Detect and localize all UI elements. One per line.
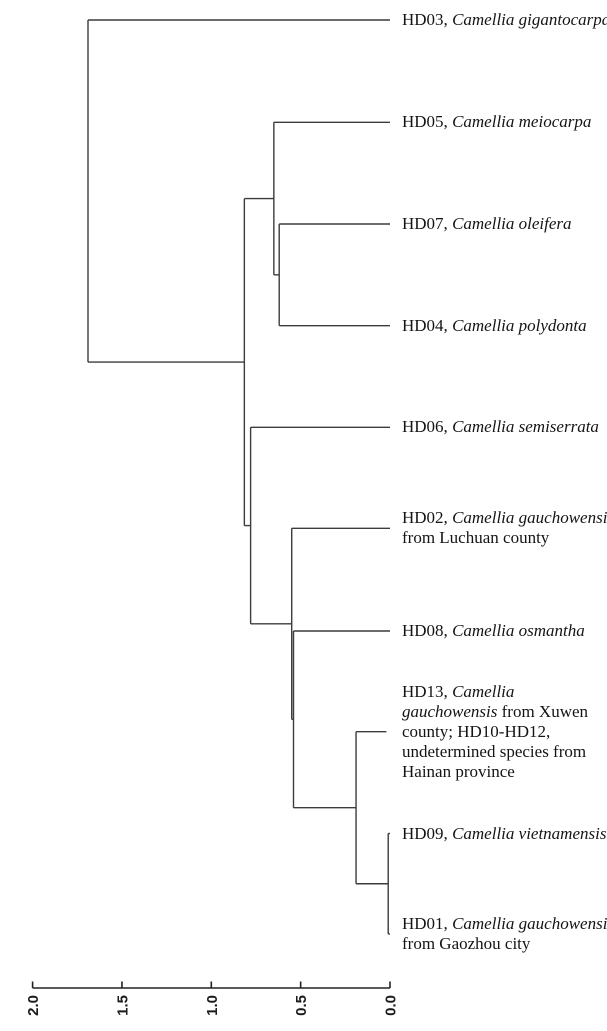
sample-id-text: HD08,	[402, 621, 453, 640]
sample-id-text: county; HD10-HD12,	[402, 721, 551, 741]
species-name-text: Camellia vietnamensis	[452, 823, 607, 843]
species-name-text: Camellia	[452, 681, 515, 701]
leaf-label-HD08: HD08, Camellia osmantha	[402, 621, 607, 641]
sample-id-text: HD05,	[402, 112, 453, 132]
sample-id-text: HD04,	[402, 315, 453, 335]
species-name-text: Camellia gauchowensis	[452, 508, 607, 528]
species-name-text: gauchowensis	[402, 701, 498, 721]
species-name-text: Camellia gigantocarpa	[452, 10, 607, 29]
sample-id-text: HD03,	[402, 10, 453, 29]
leaf-label-HD03: HD03, Camellia gigantocarpa	[402, 10, 607, 30]
sample-id-text: undetermined species from	[402, 741, 587, 761]
sample-id-text: HD01,	[402, 914, 453, 933]
sample-id-text: HD06,	[402, 417, 453, 437]
leaf-label-HD09: HD09, Camellia vietnamensis	[402, 824, 607, 844]
sample-id-text: HD13,	[402, 681, 453, 701]
species-name-text: Camellia semiserrata	[452, 417, 599, 437]
species-name-text: Camellia meiocarpa	[452, 112, 592, 132]
species-name-text: Camellia oleifera	[452, 214, 572, 233]
sample-id-text: Hainan province	[402, 761, 515, 781]
leaf-label-HD07: HD07, Camellia oleifera	[402, 214, 607, 234]
sample-id-text: from Luchuan county	[402, 528, 550, 548]
axis-tick-label: 0.5	[293, 995, 310, 1016]
axis-tick-label: 2.0	[25, 995, 42, 1016]
leaf-label-HD06: HD06, Camellia semiserrata	[402, 417, 607, 437]
species-name-text: Camellia polydonta	[452, 315, 587, 335]
leaf-label-HD05: HD05, Camellia meiocarpa	[402, 112, 607, 132]
sample-id-text: from Gaozhou city	[402, 934, 531, 953]
axis-tick-label: 1.5	[114, 995, 131, 1016]
sample-id-text: HD07,	[402, 214, 453, 233]
sample-id-text: HD02,	[402, 508, 453, 528]
axis-tick-label: 1.0	[204, 995, 221, 1016]
species-name-text: Camellia gauchowensis	[452, 914, 607, 933]
axis-tick-label: 0.0	[383, 995, 400, 1016]
sample-id-text: HD09,	[402, 823, 453, 843]
species-name-text: Camellia osmantha	[452, 621, 585, 640]
leaf-label-HD04: HD04, Camellia polydonta	[402, 316, 607, 336]
sample-id-text: from Xuwen	[497, 701, 589, 721]
